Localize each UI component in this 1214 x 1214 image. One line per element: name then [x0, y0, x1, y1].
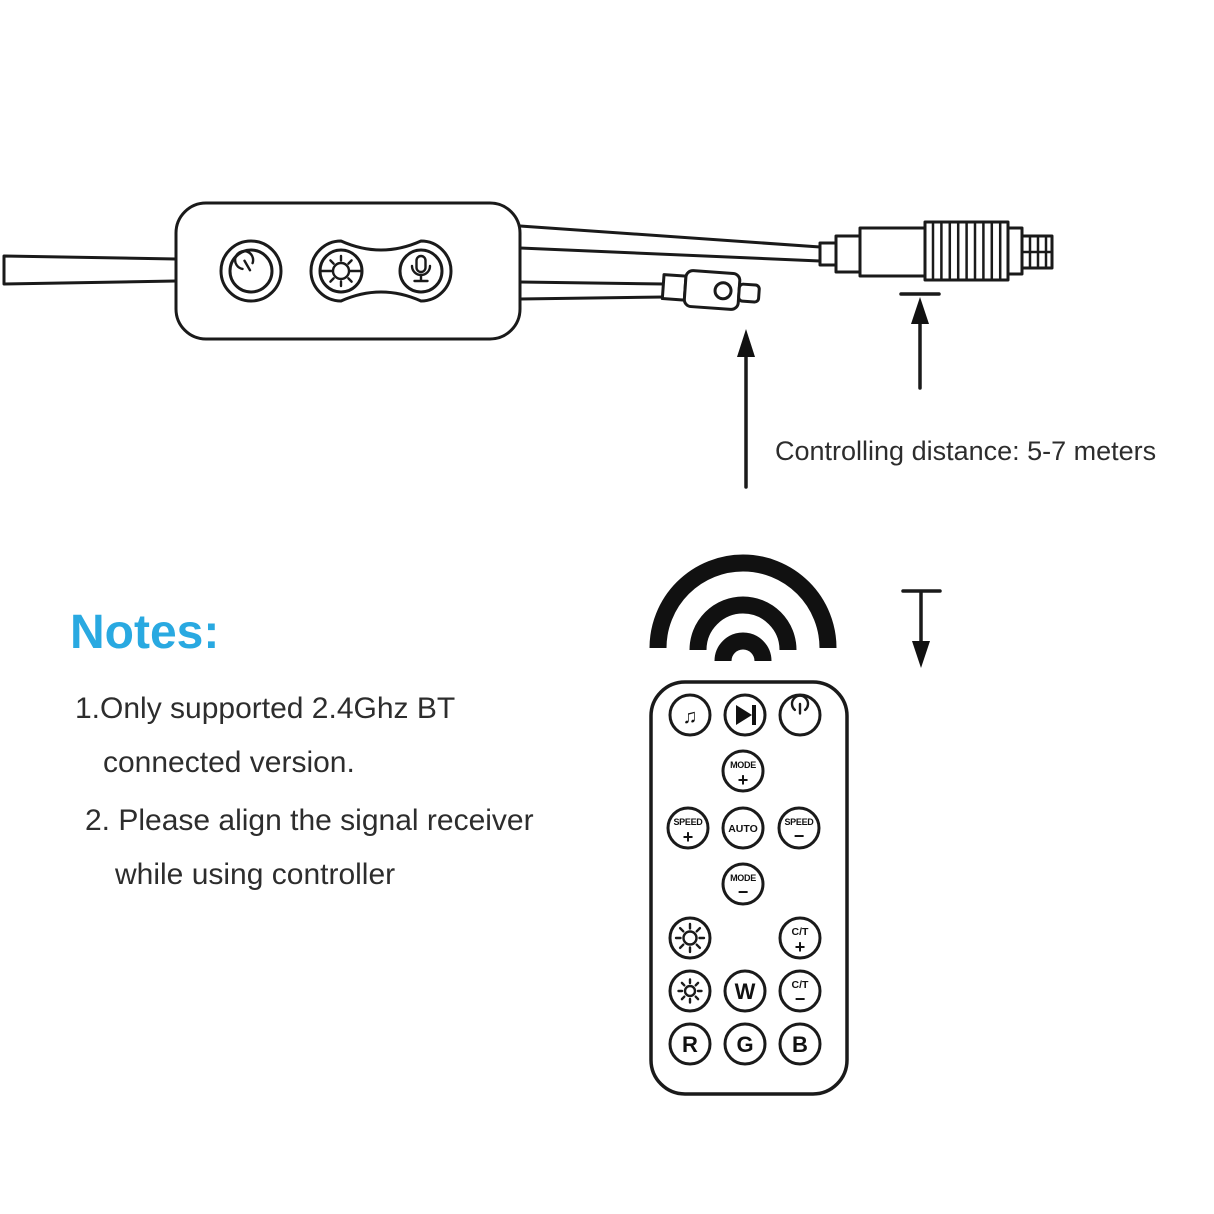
note-line-3: 2. Please align the signal receiver: [85, 804, 534, 837]
brightness-down-icon: [677, 978, 703, 1004]
dc-neck-2: [834, 234, 862, 274]
green-button: G: [723, 1022, 767, 1066]
power-icon: [233, 249, 255, 272]
skip-next-icon: [736, 705, 756, 725]
mic-button-ring: [398, 248, 444, 294]
receiver-pointer-arrow: [737, 329, 755, 489]
svg-text:AUTO: AUTO: [728, 823, 758, 835]
led-controller-device: [2, 201, 522, 341]
note-line-2: connected version.: [103, 746, 355, 779]
svg-text:C/T: C/T: [792, 926, 810, 938]
arrow-head-up: [737, 329, 755, 357]
power-button-outer-ring: [219, 239, 283, 303]
dc-neck-1: [818, 241, 838, 267]
red-button: R: [668, 1022, 712, 1066]
dc-cap: [1006, 226, 1024, 276]
dc-connector-assembly: [518, 220, 1054, 282]
connector-distance-arrow: [899, 292, 941, 390]
mic-icon: [410, 254, 432, 283]
music-note-icon: ♫: [683, 706, 698, 728]
svg-text:G: G: [736, 1032, 753, 1057]
music-button: ♫: [668, 693, 712, 737]
svg-text:+: +: [738, 770, 749, 790]
svg-text:R: R: [682, 1032, 698, 1057]
blue-button: B: [778, 1022, 822, 1066]
ct-plus-button: C/T +: [778, 916, 822, 960]
svg-text:+: +: [683, 827, 694, 847]
white-button: W: [723, 969, 767, 1013]
remote-control: ♫ MODE + SPEED + AUTO: [649, 680, 849, 1096]
receiver-connector: [660, 269, 761, 311]
dc-grip-ribs: [931, 222, 1002, 280]
skip-button: [723, 693, 767, 737]
brightness-down-button: [668, 969, 712, 1013]
brightness-up-icon: [674, 922, 706, 954]
svg-text:−: −: [794, 826, 805, 846]
dc-barrel: [858, 226, 927, 278]
notes-title: Notes:: [70, 606, 219, 659]
wire-left: [2, 254, 178, 286]
svg-text:W: W: [735, 979, 756, 1004]
speed-minus-button: SPEED −: [777, 806, 821, 850]
svg-text:SPEED: SPEED: [673, 817, 703, 827]
wire-dc: [518, 224, 822, 263]
svg-text:MODE: MODE: [730, 760, 756, 770]
power-icon: [790, 694, 810, 715]
svg-text:−: −: [795, 989, 806, 1009]
note-line-4: while using controller: [114, 858, 395, 891]
power-button-inner-ring: [228, 248, 274, 294]
notes-section: Notes: 1.Only supported 2.4Ghz BT connec…: [70, 606, 534, 891]
brightness-icon: [318, 254, 364, 288]
mode-plus-button: MODE +: [721, 749, 765, 793]
svg-text:MODE: MODE: [730, 873, 756, 883]
note-line-1: 1.Only supported 2.4Ghz BT: [75, 692, 455, 725]
arrow-head-up: [911, 297, 929, 324]
svg-text:B: B: [792, 1032, 808, 1057]
speed-plus-button: SPEED +: [666, 806, 710, 850]
svg-text:−: −: [738, 882, 749, 902]
dual-button-outline: [309, 239, 453, 303]
svg-text:C/T: C/T: [792, 979, 810, 991]
mode-minus-button: MODE −: [721, 862, 765, 906]
arrow-head-down: [912, 641, 930, 668]
remote-distance-arrow: [901, 589, 942, 668]
svg-text:+: +: [795, 937, 806, 957]
dc-tip-grid: [1022, 236, 1052, 268]
power-button: [778, 693, 822, 737]
wifi-signal-icon: [649, 554, 837, 662]
svg-text:SPEED: SPEED: [784, 817, 814, 827]
controlling-distance-label: Controlling distance: 5-7 meters: [775, 436, 1156, 466]
wire-receiver: [518, 280, 666, 301]
receiver-connector-assembly: [518, 269, 761, 311]
ct-minus-button: C/T −: [778, 969, 822, 1013]
brightness-up-button: [668, 916, 712, 960]
auto-button: AUTO: [721, 806, 765, 850]
